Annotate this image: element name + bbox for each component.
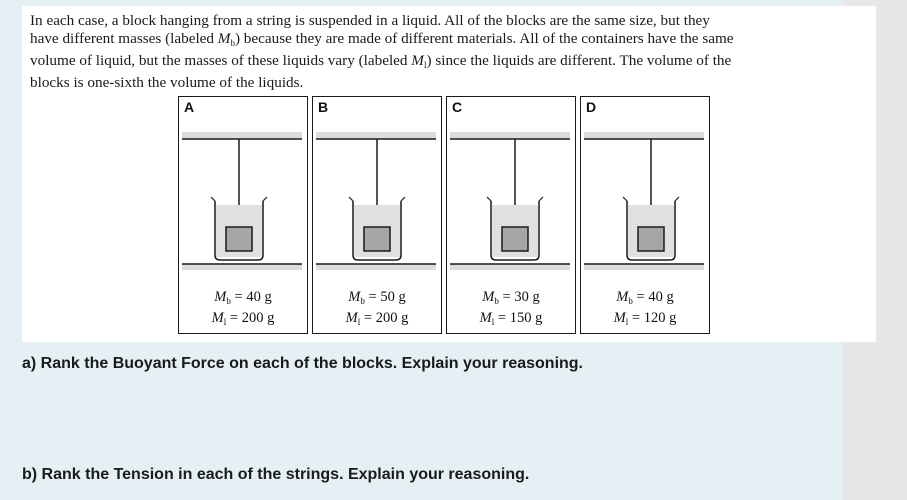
liquid-mass-label: Ml = 200 g <box>345 310 409 327</box>
hanging-block-diagram <box>316 132 436 270</box>
panel-letter: A <box>184 99 195 115</box>
hanging-block-diagram <box>182 132 302 270</box>
panel-d: D Mb = 40 g Ml = 120 g <box>580 96 710 334</box>
block-mass-label: Mb = 40 g <box>616 289 674 306</box>
block <box>501 226 529 252</box>
panel-letter: D <box>586 99 597 115</box>
hanging-block-diagram <box>584 132 704 270</box>
panel-a: A Mb = 40 g Ml = 200 g <box>178 96 308 334</box>
liquid-mass-symbol: Ml <box>411 52 427 70</box>
beaker <box>214 201 264 261</box>
problem-line-3: volume of liquid, but the masses of thes… <box>30 52 732 70</box>
block <box>363 226 391 252</box>
beaker <box>490 201 540 261</box>
beaker <box>352 201 402 261</box>
panel-b: B Mb = 50 g Ml = 200 g <box>312 96 442 334</box>
liquid-mass-label: Ml = 120 g <box>613 310 677 327</box>
block-mass-label: Mb = 30 g <box>482 289 540 306</box>
problem-statement: In each case, a block hanging from a str… <box>30 12 866 92</box>
panel-letter: B <box>318 99 329 115</box>
block-mass-label: Mb = 50 g <box>348 289 406 306</box>
question-b: b) Rank the Tension in each of the strin… <box>22 466 530 483</box>
question-a: a) Rank the Buoyant Force on each of the… <box>22 355 583 372</box>
problem-line-2: have different masses (labeled Mb) becau… <box>30 30 734 48</box>
problem-line-1: In each case, a block hanging from a str… <box>30 12 710 29</box>
block <box>225 226 253 252</box>
block-mass-label: Mb = 40 g <box>214 289 272 306</box>
problem-line-4: blocks is one-sixth the volume of the li… <box>30 74 304 91</box>
block-mass-symbol: Mb <box>217 30 235 48</box>
panel-letter: C <box>452 99 463 115</box>
hanging-block-diagram <box>450 132 570 270</box>
liquid-mass-label: Ml = 200 g <box>211 310 275 327</box>
block <box>637 226 665 252</box>
panel-c: C Mb = 30 g Ml = 150 g <box>446 96 576 334</box>
liquid-mass-label: Ml = 150 g <box>479 310 543 327</box>
problem-card: In each case, a block hanging from a str… <box>22 6 876 342</box>
beaker <box>626 201 676 261</box>
